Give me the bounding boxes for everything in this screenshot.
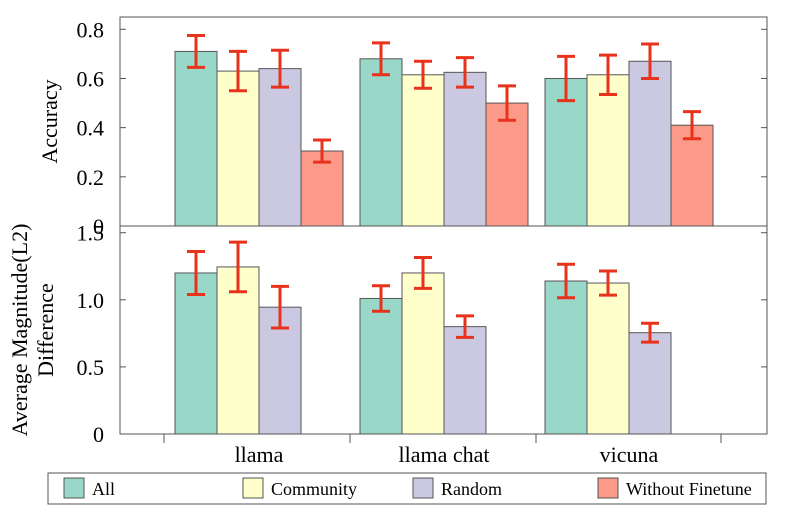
y-axis-label: Average Magnitude(L2) — [7, 224, 32, 437]
y-tick-label: 0 — [93, 422, 104, 447]
bar — [586, 282, 630, 435]
legend-swatch — [242, 477, 264, 499]
bar — [443, 326, 487, 435]
legend-label: All — [92, 479, 115, 499]
y-tick-label: 0.5 — [77, 355, 105, 380]
bar — [359, 297, 403, 435]
y-tick-label: 0.6 — [77, 66, 105, 91]
bar — [174, 272, 218, 435]
bar — [216, 266, 260, 435]
bar — [359, 58, 403, 227]
bar — [485, 102, 529, 227]
x-tick-label: llama — [235, 442, 284, 467]
y-tick-label: 0 — [93, 214, 104, 239]
y-axis-label: Accuracy — [37, 79, 62, 163]
bar — [628, 60, 672, 227]
legend-label: Random — [441, 479, 502, 499]
y-axis-label: Difference — [33, 283, 58, 377]
bar — [443, 71, 487, 227]
legend-swatch — [63, 477, 85, 499]
bar — [174, 50, 218, 227]
legend-label: Community — [271, 479, 357, 499]
legend-swatch — [597, 477, 619, 499]
y-tick-label: 1.0 — [77, 288, 105, 313]
bar — [544, 280, 588, 435]
bar — [401, 272, 445, 435]
y-tick-label: 0.2 — [77, 165, 105, 190]
y-tick-label: 0.4 — [77, 116, 105, 141]
x-tick-label: llama chat — [398, 442, 489, 467]
bar — [670, 124, 714, 227]
legend-label: Without Finetune — [626, 479, 752, 499]
legend-box — [47, 472, 767, 505]
bar — [628, 332, 672, 435]
y-tick-label: 1.5 — [77, 221, 105, 246]
x-tick-label: vicuna — [600, 442, 659, 467]
y-tick-label: 0.8 — [77, 17, 105, 42]
legend-swatch — [412, 477, 434, 499]
bar — [258, 68, 302, 227]
bar — [544, 77, 588, 227]
bar — [401, 74, 445, 227]
bar — [216, 70, 260, 227]
bar — [586, 74, 630, 227]
